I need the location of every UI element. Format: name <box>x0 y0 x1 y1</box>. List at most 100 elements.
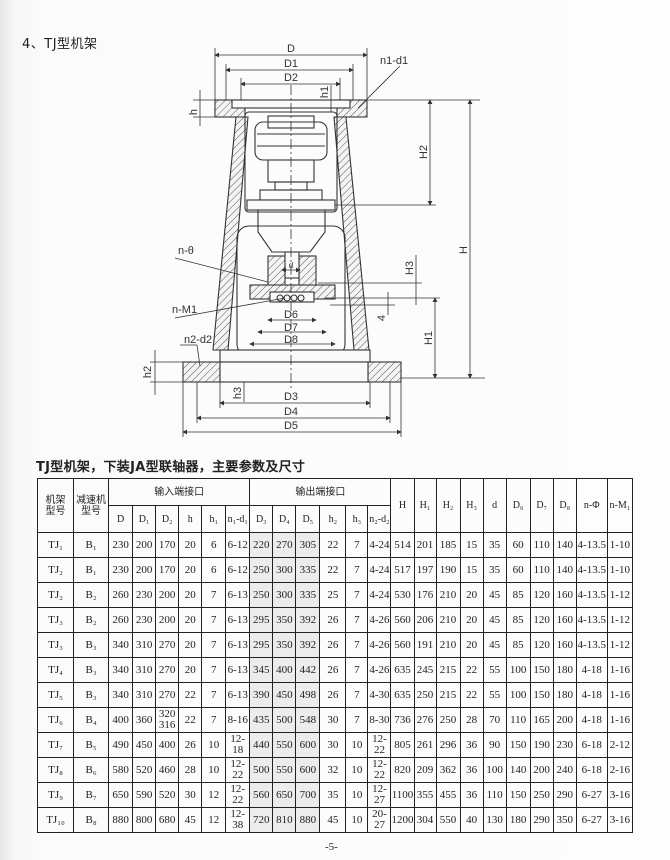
table-cell: 498 <box>295 682 321 708</box>
table-cell: 245 <box>413 657 437 683</box>
table-cell: 110 <box>529 557 554 583</box>
table-cell: 200 <box>552 707 577 733</box>
table-cell: 10 <box>345 807 369 833</box>
table-cell: 6-12 <box>225 557 251 583</box>
table-cell: 4-18 <box>575 707 608 733</box>
table-cell: 120 <box>529 582 554 608</box>
table-cell: 3-16 <box>606 807 634 833</box>
table-cell: 165 <box>529 707 554 733</box>
table-cell: 2-16 <box>606 757 634 783</box>
table-cell: 150 <box>505 732 531 758</box>
table-cell: 550 <box>272 757 297 783</box>
table-cell: 26 <box>319 607 347 633</box>
table-cell: 3-16 <box>606 782 634 808</box>
table-cell: TJ₃ <box>36 607 75 633</box>
table-cell: 200 <box>155 582 180 608</box>
table-cell: 580 <box>108 757 134 783</box>
table-cell: 35 <box>482 532 507 558</box>
table-cell: TJ₁ <box>36 532 75 558</box>
table-cell: 210 <box>435 632 461 658</box>
table-cell: 350 <box>272 607 297 633</box>
table-cell: 805 <box>390 732 415 758</box>
dimension-labels: D D1 D2 n1-d1 h h1 H2 H n-θ d H3 n-M1 4 … <box>142 43 470 432</box>
table-cell: 6-13 <box>225 582 251 608</box>
header-h: h <box>178 505 203 533</box>
table-cell: B₁ <box>73 557 110 583</box>
table-cell: 290 <box>552 782 577 808</box>
table-cell: 460 <box>155 757 180 783</box>
table-cell: 335 <box>295 557 321 583</box>
label-n-theta: n-θ <box>178 245 194 257</box>
table-cell: 450 <box>272 682 297 708</box>
table-cell: 197 <box>413 557 437 583</box>
base-plate <box>219 349 371 363</box>
table-cell: 290 <box>529 807 554 833</box>
table-cell: B₃ <box>73 657 110 683</box>
table-cell: 160 <box>552 582 577 608</box>
table-cell: 4-26 <box>367 607 392 633</box>
table-cell: 26 <box>319 657 347 683</box>
table-cell: 22 <box>459 682 484 708</box>
table-cell: 680 <box>155 807 180 833</box>
label-D8: D8 <box>284 334 298 346</box>
table-cell: 30 <box>178 782 203 808</box>
table-cell: B₂ <box>73 607 110 633</box>
right-wall <box>333 116 370 351</box>
table-cell: 8-16 <box>225 707 251 733</box>
table-cell: 140 <box>552 557 577 583</box>
table-cell: 340 <box>108 682 134 708</box>
tj-frame-drawing: D D1 D2 n1-d1 h h1 H2 H n-θ d H3 n-M1 4 … <box>142 43 485 437</box>
header-h3: h₃ <box>345 505 369 533</box>
table-cell: 260 <box>108 582 134 608</box>
label-D1: D1 <box>284 58 298 70</box>
table-cell: 4-18 <box>575 682 608 708</box>
table-cell: TJ₇ <box>36 732 75 758</box>
table-cell: 110 <box>505 707 531 733</box>
table-cell: 7 <box>345 632 369 658</box>
table-cell: 191 <box>413 632 437 658</box>
table-cell: 530 <box>390 582 415 608</box>
table-cell: 45 <box>178 807 203 833</box>
table-cell: 880 <box>108 807 134 833</box>
table-cell: 25 <box>319 582 347 608</box>
table-cell: TJ₈ <box>36 757 75 783</box>
table-cell: 6-13 <box>225 607 251 633</box>
table-cell: 400 <box>108 707 134 733</box>
table-cell: 230 <box>132 607 157 633</box>
table-cell: 7 <box>201 682 227 708</box>
table-cell: 176 <box>413 582 437 608</box>
table-cell: 7 <box>201 607 227 633</box>
table-cell: 635 <box>390 682 415 708</box>
table-cell: 35 <box>482 557 507 583</box>
table-cell: 6-13 <box>225 682 251 708</box>
table-cell: 270 <box>155 657 180 683</box>
table-cell: 1-12 <box>606 582 634 608</box>
table-cell: 270 <box>272 532 297 558</box>
table-cell: 20 <box>178 607 203 633</box>
table-cell: 12-22 <box>367 757 392 783</box>
table-cell: 1-10 <box>606 557 634 583</box>
header-frame-model: 机架 型号 <box>36 478 75 533</box>
table-cell: 12-22 <box>367 732 392 758</box>
label-D4: D4 <box>284 406 298 418</box>
label-D7: D7 <box>284 322 298 334</box>
table-cell: 362 <box>435 757 461 783</box>
table-cell: 55 <box>482 682 507 708</box>
table-cell: 22 <box>178 707 203 733</box>
table-cell: 350 <box>272 632 297 658</box>
table-cell: 230 <box>108 532 134 558</box>
table-cell: 355 <box>413 782 437 808</box>
header-D: D <box>108 505 134 533</box>
header-h1: h₁ <box>201 505 227 533</box>
table-cell: 8-30 <box>367 707 392 733</box>
table-cell: 20 <box>459 582 484 608</box>
table-cell: 60 <box>505 557 531 583</box>
table-cell: B₃ <box>73 682 110 708</box>
table-cell: 22 <box>319 557 347 583</box>
table-cell: 514 <box>390 532 415 558</box>
reducer-body <box>257 209 326 253</box>
table-cell: 15 <box>459 532 484 558</box>
table-cell: 6 <box>201 532 227 558</box>
frame-body <box>182 85 402 388</box>
